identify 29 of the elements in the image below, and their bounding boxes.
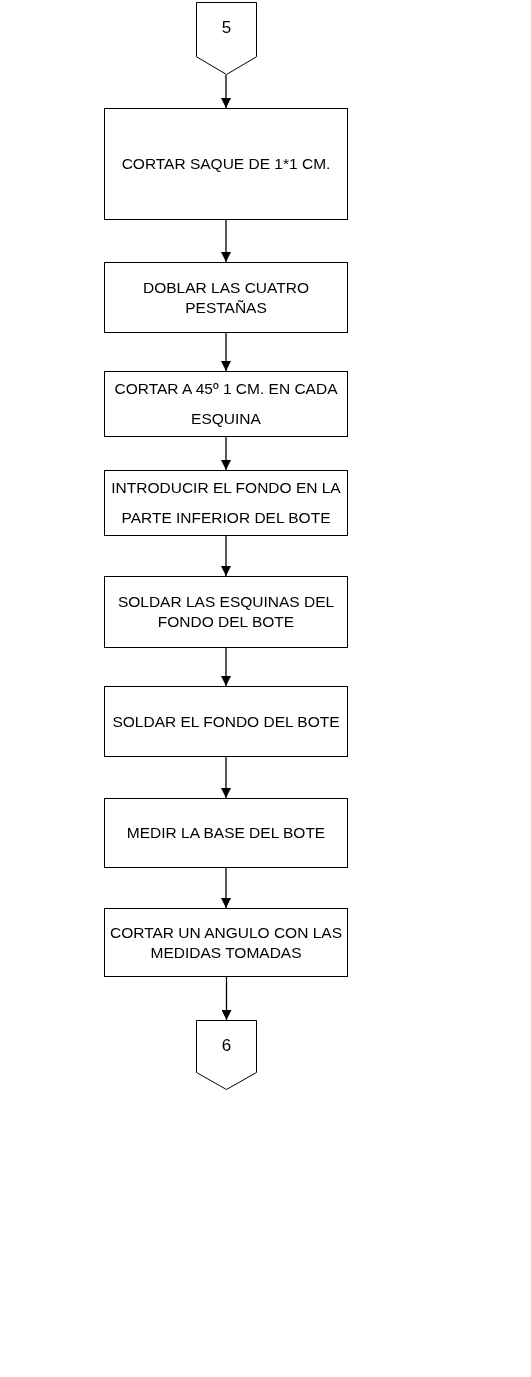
process-box — [104, 576, 348, 648]
process-box — [104, 108, 348, 220]
arrow — [221, 535, 231, 577]
process-box — [104, 371, 348, 437]
arrow — [221, 219, 231, 263]
arrow — [221, 756, 231, 799]
process-box — [104, 686, 348, 757]
process-box — [104, 262, 348, 333]
arrow — [221, 647, 231, 687]
off-page-connector — [196, 2, 257, 75]
connector-number: 5 — [221, 18, 232, 38]
step-text: MEDIR LA BASE DEL BOTE — [126, 823, 326, 843]
connector-number: 6 — [221, 1036, 232, 1056]
arrow — [221, 74, 231, 109]
arrow — [221, 436, 231, 471]
off-page-connector — [196, 1020, 257, 1090]
step-text: CORTAR SAQUE DE 1*1 CM. — [121, 154, 331, 174]
arrow — [221, 867, 231, 909]
step-text: CORTAR A 45º 1 CM. EN CADA ESQUINA — [113, 379, 339, 429]
step-text: SOLDAR EL FONDO DEL BOTE — [112, 711, 340, 732]
step-text: DOBLAR LAS CUATRO PESTAÑAS — [142, 277, 310, 318]
arrow — [221, 976, 232, 1021]
process-box — [104, 908, 348, 977]
step-text: SOLDAR LAS ESQUINAS DEL FONDO DEL BOTE — [116, 592, 336, 632]
arrow — [221, 332, 231, 372]
step-text: INTRODUCIR EL FONDO EN LA PARTE INFERIOR DEL BOTE — [110, 478, 342, 528]
process-box — [104, 470, 348, 536]
process-box — [104, 798, 348, 868]
step-text: CORTAR UN ANGULO CON LAS MEDIDAS TOMADAS — [109, 922, 343, 963]
